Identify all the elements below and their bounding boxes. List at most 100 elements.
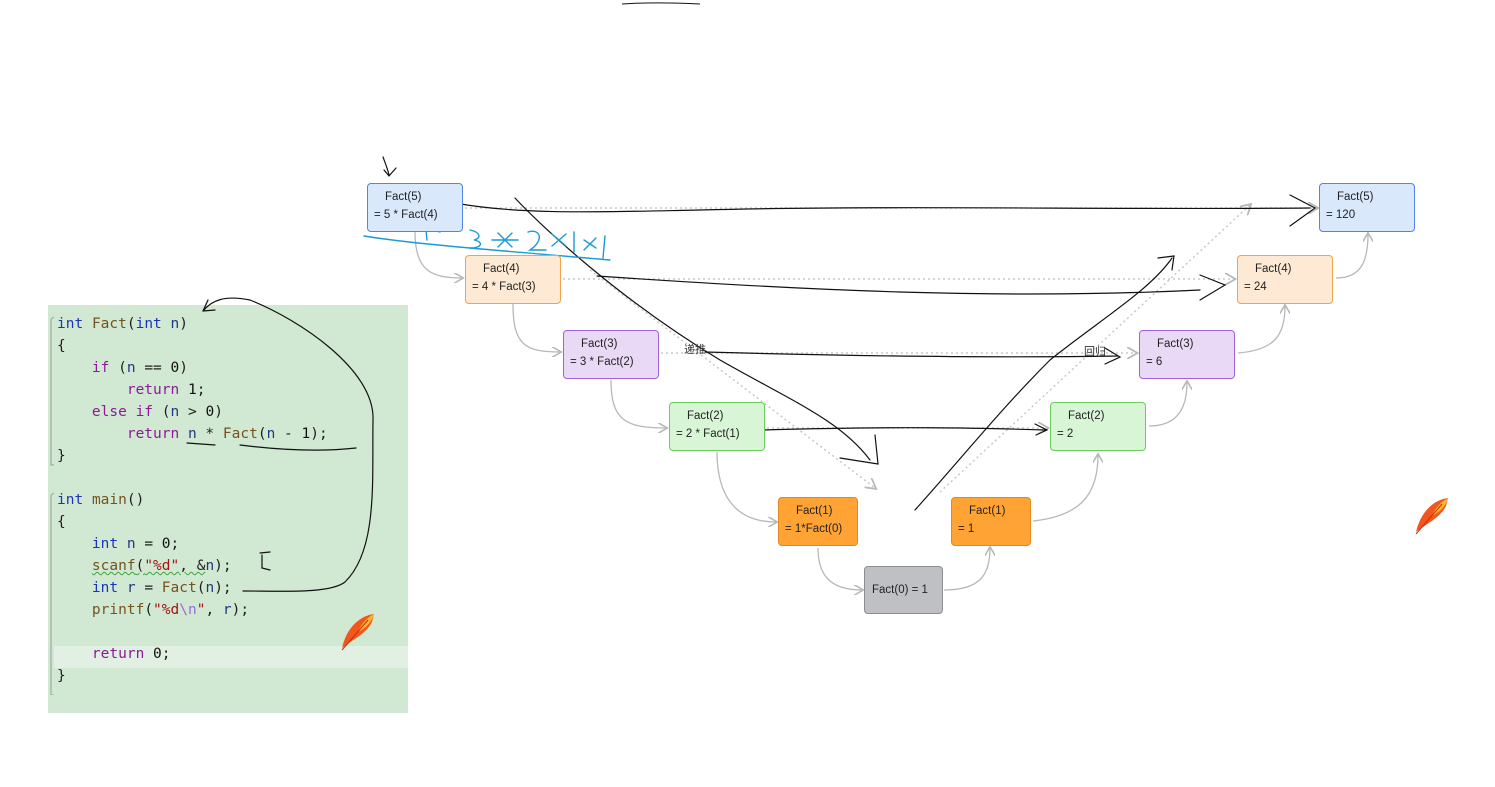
code-token: ( [153,404,171,420]
code-line: } [57,445,66,467]
stray-stroke [621,2,701,5]
code-token: n [170,404,180,420]
code-token: Fact [222,426,258,442]
code-token: n [205,558,215,574]
code-token: * [196,426,223,442]
node-value: = 2 [1057,428,1074,440]
node-title: Fact(5) [385,191,422,203]
code-token: return [126,382,180,398]
code-token: int [91,580,119,596]
code-line: else if (n > 0) [57,401,223,423]
code-line: return n * Fact(n - 1); [57,423,328,445]
node-title: Fact(1) [796,505,833,517]
code-token: " [196,602,206,618]
code-line: int Fact(int n) [57,313,188,335]
recurse-label: 递推 [684,344,706,356]
code-token: - [275,426,302,442]
code-token: n [266,426,276,442]
code-line: int main() [57,489,144,511]
node-fact3-up: Fact(3)= 6 [1139,330,1235,379]
node-fact0: Fact(0) = 1 [864,566,943,614]
code-token: n [170,316,180,332]
code-token: ; [161,646,171,662]
node-title: Fact(5) [1337,191,1374,203]
code-token: 0 [170,360,180,376]
code-token: , [205,602,223,618]
node-title: Fact(3) [581,338,618,350]
code-token: int [135,316,162,332]
code-token: \n [179,602,197,618]
code-token: return [126,426,180,442]
code-token: ); [214,580,232,596]
code-token: "%d [153,602,180,618]
code-token: ( [135,558,145,574]
code-token: ; [170,536,180,552]
code-token: r [126,580,136,596]
code-token: ( [126,316,136,332]
node-fact3-down: Fact(3) = 3 * Fact(2) [563,330,659,379]
code-editor-panel: int Fact(int n){ if (n == 0) return 1; e… [48,305,408,713]
code-token: 0 [205,404,215,420]
node-value: = 120 [1326,209,1356,221]
code-token: ( [257,426,267,442]
node-fact2-down: Fact(2) = 2 * Fact(1) [669,402,765,451]
code-token: ); [310,426,328,442]
node-value: = 24 [1244,281,1267,293]
code-line: return 1; [57,379,206,401]
code-token: } [57,448,66,464]
code-token: = [135,580,162,596]
node-title: Fact(2) [1068,410,1105,422]
code-token: printf [91,602,145,618]
code-token: ); [231,602,250,618]
node-value: = 1 [958,523,975,535]
code-token: == [135,360,171,376]
code-token: int [91,536,119,552]
node-value: = 1*Fact(0) [785,523,843,535]
code-token: } [57,668,66,684]
code-token: ); [214,558,232,574]
node-fact1-up: Fact(1)= 1 [951,497,1031,546]
code-token: n [126,360,136,376]
node-value: = 4 * Fact(3) [472,281,536,293]
node-title: Fact(2) [687,410,724,422]
code-line: if (n == 0) [57,357,188,379]
code-token: () [126,492,145,508]
code-token: Fact [91,316,127,332]
node-fact1-down: Fact(1) = 1*Fact(0) [778,497,858,546]
node-title: Fact(3) [1157,338,1194,350]
code-token: ) [179,316,188,332]
node-title: Fact(0) = 1 [872,584,928,596]
node-fact4-down: Fact(4) = 4 * Fact(3) [465,255,561,304]
node-value: = 2 * Fact(1) [676,428,740,440]
ink-strokes [186,156,1361,607]
code-token: 0 [161,536,171,552]
code-token: "%d" [144,558,180,574]
code-token: return [91,646,145,662]
node-title: Fact(4) [483,263,520,275]
node-value: = 5 * Fact(4) [374,209,438,221]
code-token: , & [179,558,206,574]
code-token: if [135,404,154,420]
code-line: int n = 0; [57,533,179,555]
code-token: if [91,360,110,376]
node-value: = 3 * Fact(2) [570,356,634,368]
code-token: ) [214,404,223,420]
code-token: Fact [161,580,197,596]
node-fact5-up: Fact(5) = 120 [1319,183,1415,232]
code-line: { [57,511,66,533]
code-token: 0 [153,646,162,662]
code-token: ; [196,382,206,398]
code-token: { [57,514,66,530]
code-token: > [179,404,206,420]
code-token: n [126,536,136,552]
code-token: int [57,492,84,508]
code-token: 1 [301,426,311,442]
code-token: else [91,404,127,420]
code-line: int r = Fact(n); [57,577,232,599]
node-fact2-up: Fact(2) = 2 [1050,402,1146,451]
code-token: = [135,536,162,552]
code-token: ) [179,360,188,376]
code-line: { [57,335,66,357]
code-token: scanf [91,558,136,574]
